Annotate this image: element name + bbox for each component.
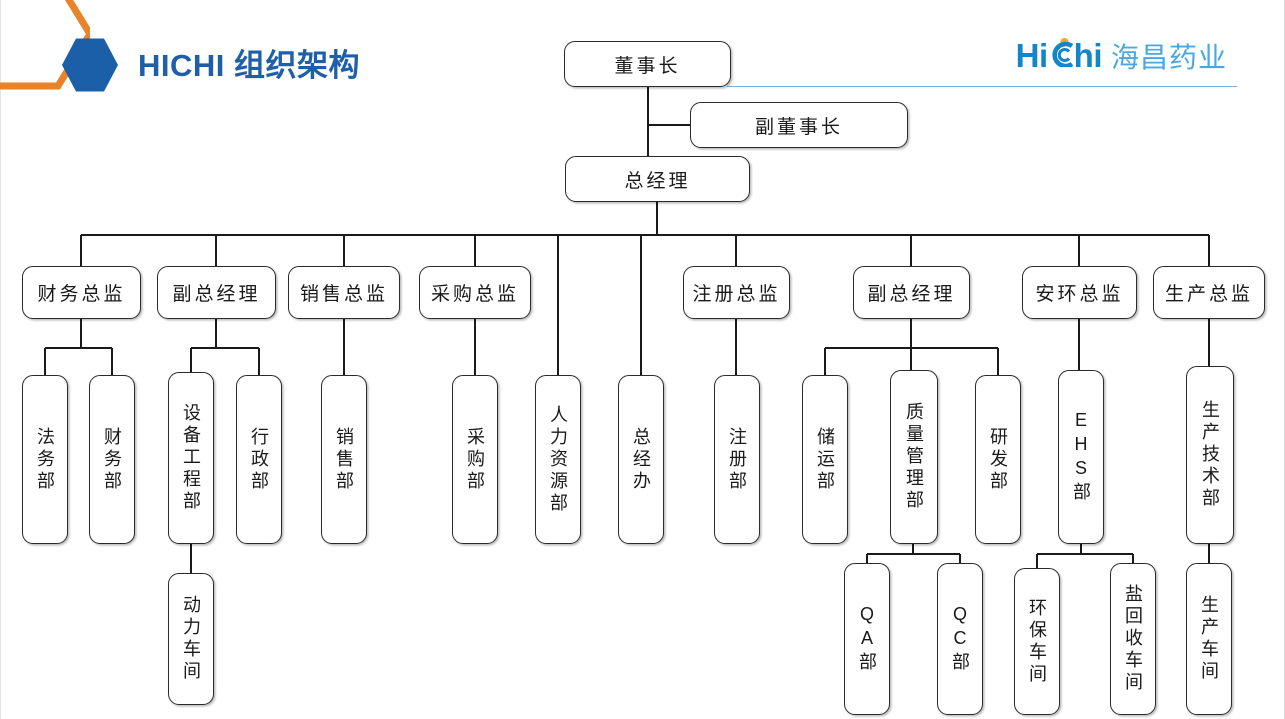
slide-left-border bbox=[0, 0, 1, 719]
org-node-w_salt[interactable]: 盐回收车间 bbox=[1110, 563, 1156, 715]
org-node-d_sales[interactable]: 销售总监 bbox=[288, 266, 400, 319]
org-node-p_ehs[interactable]: EHS部 bbox=[1058, 370, 1104, 544]
brand-swirl-icon bbox=[1048, 37, 1074, 69]
org-node-w_qa[interactable]: QA部 bbox=[844, 563, 890, 715]
hexagon-outline-icon bbox=[0, 0, 90, 90]
org-node-p_rd[interactable]: 研发部 bbox=[975, 375, 1021, 544]
org-node-p_legal[interactable]: 法务部 bbox=[22, 375, 68, 544]
org-node-w_prod[interactable]: 生产车间 bbox=[1186, 563, 1232, 715]
company-logo: H i hi 海昌药业 bbox=[1016, 36, 1227, 76]
org-node-p_hr[interactable]: 人力资源部 bbox=[535, 375, 581, 544]
org-node-p_qm[interactable]: 质量管理部 bbox=[890, 370, 938, 544]
org-node-d_reg[interactable]: 注册总监 bbox=[683, 266, 790, 319]
header-divider-line bbox=[727, 86, 1237, 87]
brand-cn-text: 海昌药业 bbox=[1110, 42, 1227, 73]
brand-latin-text: H i hi bbox=[1015, 37, 1103, 75]
org-node-d_ehs[interactable]: 安环总监 bbox=[1022, 266, 1137, 319]
brand-letter-h: H bbox=[1015, 37, 1040, 74]
org-node-d_vgm1[interactable]: 副总经理 bbox=[157, 266, 276, 319]
org-node-w_qc[interactable]: QC部 bbox=[937, 563, 983, 715]
org-node-chairman[interactable]: 董事长 bbox=[564, 41, 731, 87]
page-title: HICHI 组织架构 bbox=[138, 48, 360, 83]
hexagon-solid-icon bbox=[62, 38, 118, 92]
org-node-d_prod[interactable]: 生产总监 bbox=[1153, 266, 1265, 319]
org-node-w_env[interactable]: 环保车间 bbox=[1014, 568, 1060, 715]
org-node-p_finance[interactable]: 财务部 bbox=[89, 375, 135, 544]
org-node-p_purch[interactable]: 采购部 bbox=[452, 375, 498, 544]
org-node-vchairman[interactable]: 副董事长 bbox=[690, 102, 908, 148]
org-node-p_admin[interactable]: 行政部 bbox=[236, 375, 282, 544]
org-node-p_gmoffice[interactable]: 总经办 bbox=[618, 375, 664, 544]
org-node-d_vgm2[interactable]: 副总经理 bbox=[853, 266, 970, 319]
brand-letters-hi: hi bbox=[1073, 37, 1103, 74]
org-node-gm[interactable]: 总经理 bbox=[565, 156, 750, 202]
org-node-p_reg[interactable]: 注册部 bbox=[714, 375, 760, 544]
org-node-p_sales[interactable]: 销售部 bbox=[321, 375, 367, 544]
brand-letter-i: i bbox=[1038, 37, 1048, 74]
org-node-p_store[interactable]: 储运部 bbox=[802, 375, 848, 544]
org-node-d_purch[interactable]: 采购总监 bbox=[419, 266, 531, 319]
org-node-w_power[interactable]: 动力车间 bbox=[168, 573, 214, 705]
org-node-p_equip[interactable]: 设备工程部 bbox=[168, 372, 214, 544]
org-node-p_prodtech[interactable]: 生产技术部 bbox=[1186, 366, 1234, 544]
org-node-d_fin[interactable]: 财务总监 bbox=[22, 266, 141, 319]
